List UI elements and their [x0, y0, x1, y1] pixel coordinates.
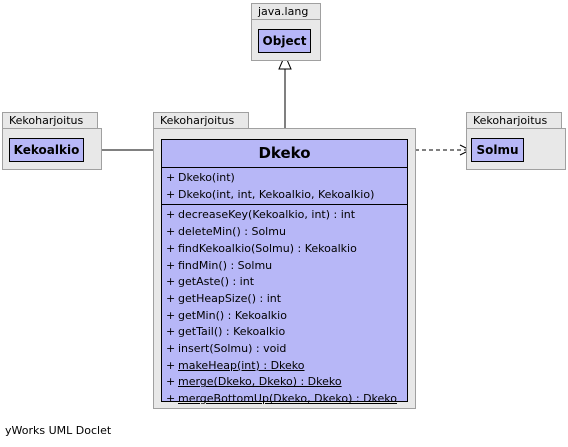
method-row[interactable]: +mergeBottomUp(Dkeko, Dkeko) : Dkeko	[162, 391, 407, 408]
footer-label: yWorks UML Doclet	[5, 424, 112, 437]
constructor-row-signature: Dkeko(int)	[178, 171, 235, 184]
method-row-signature: makeHeap(int) : Dkeko	[178, 358, 305, 372]
visibility-marker: +	[166, 275, 176, 289]
visibility-marker: +	[166, 392, 176, 406]
method-list: +decreaseKey(Kekoalkio, int) : int+delet…	[162, 205, 407, 407]
method-row-signature: decreaseKey(Kekoalkio, int) : int	[178, 208, 356, 222]
visibility-marker: +	[166, 171, 176, 184]
constructor-row-signature: Dkeko(int, int, Kekoalkio, Kekoalkio)	[178, 187, 375, 201]
visibility-marker: +	[166, 208, 176, 222]
method-row-signature: deleteMin() : Solmu	[178, 225, 286, 239]
visibility-marker: +	[166, 325, 176, 339]
method-row[interactable]: +getAste() : int	[162, 274, 407, 291]
method-row-signature: findKekoalkio(Solmu) : Kekoalkio	[178, 241, 357, 255]
visibility-marker: +	[166, 375, 176, 389]
method-row-signature: findMin() : Solmu	[178, 258, 273, 272]
method-row[interactable]: +merge(Dkeko, Dkeko) : Dkeko	[162, 374, 407, 391]
package-tab-left: Kekoharjoitus	[2, 112, 98, 129]
method-row-signature: getHeapSize() : int	[178, 291, 282, 305]
visibility-marker: +	[166, 291, 176, 305]
method-row[interactable]: +findKekoalkio(Solmu) : Kekoalkio	[162, 241, 407, 258]
class-solmu[interactable]: Solmu	[471, 138, 524, 162]
package-tab-right: Kekoharjoitus	[466, 112, 562, 129]
generalization-arrowhead	[278, 53, 292, 70]
method-row[interactable]: +decreaseKey(Kekoalkio, int) : int	[162, 207, 407, 224]
method-row-signature: getMin() : Kekoalkio	[178, 308, 287, 322]
visibility-marker: +	[166, 225, 176, 239]
method-row[interactable]: +insert(Solmu) : void	[162, 341, 407, 358]
visibility-marker: +	[166, 358, 176, 372]
class-dkeko[interactable]: Dkeko +Dkeko(int)+Dkeko(int, int, Kekoal…	[161, 139, 408, 405]
constructor-row[interactable]: +Dkeko(int, int, Kekoalkio, Kekoalkio)	[162, 187, 407, 204]
method-row[interactable]: +deleteMin() : Solmu	[162, 224, 407, 241]
class-kekoalkio[interactable]: Kekoalkio	[9, 138, 84, 162]
visibility-marker: +	[166, 241, 176, 255]
method-row-signature: mergeBottomUp(Dkeko, Dkeko) : Dkeko	[178, 392, 397, 406]
method-row-signature: insert(Solmu) : void	[178, 342, 287, 356]
method-row[interactable]: +getMin() : Kekoalkio	[162, 308, 407, 325]
package-tab-center: Kekoharjoitus	[153, 112, 249, 129]
method-row-signature: merge(Dkeko, Dkeko) : Dkeko	[178, 375, 342, 389]
method-row[interactable]: +findMin() : Solmu	[162, 258, 407, 275]
visibility-marker: +	[166, 187, 176, 201]
method-row-signature: getAste() : int	[178, 275, 255, 289]
visibility-marker: +	[166, 258, 176, 272]
class-object[interactable]: Object	[258, 29, 311, 53]
visibility-marker: +	[166, 308, 176, 322]
method-row[interactable]: +makeHeap(int) : Dkeko	[162, 358, 407, 375]
class-dkeko-title: Dkeko	[162, 140, 407, 168]
visibility-marker: +	[166, 342, 176, 356]
method-row[interactable]: +getHeapSize() : int	[162, 291, 407, 308]
constructor-list: +Dkeko(int)+Dkeko(int, int, Kekoalkio, K…	[162, 168, 407, 206]
method-row[interactable]: +getTail() : Kekoalkio	[162, 324, 407, 341]
constructor-row[interactable]: +Dkeko(int)	[162, 170, 407, 187]
method-row-signature: getTail() : Kekoalkio	[178, 325, 286, 339]
package-tab-java-lang: java.lang	[251, 3, 321, 20]
